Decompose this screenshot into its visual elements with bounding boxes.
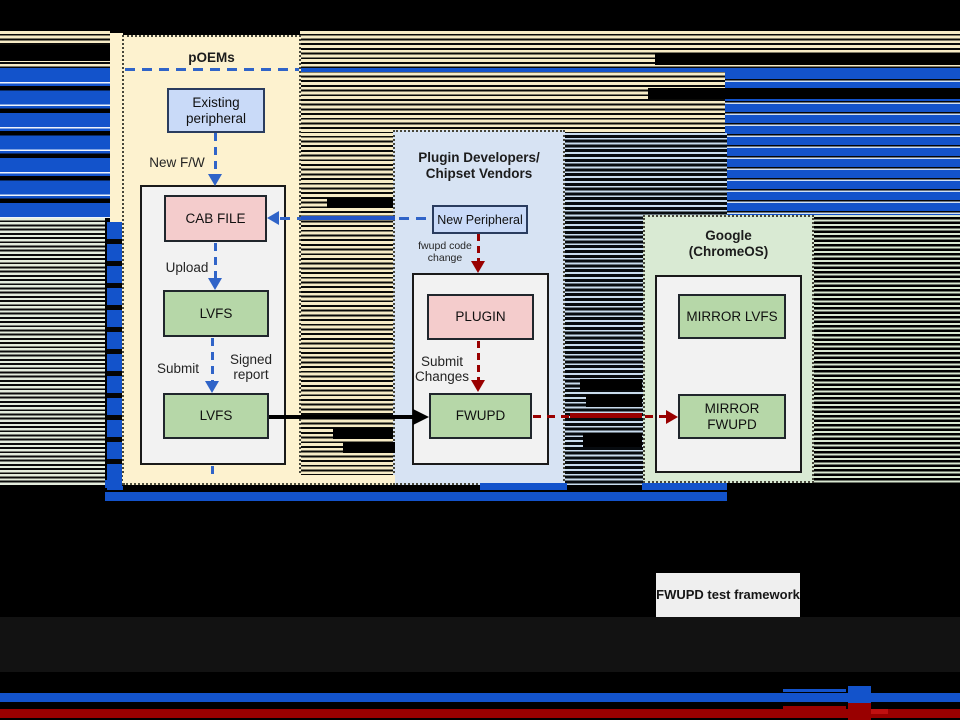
redaction-bar-1 bbox=[655, 53, 960, 65]
selection-line-top-solid bbox=[299, 68, 960, 72]
arrow-fwupd-to-mirror-solid-segment bbox=[570, 413, 642, 418]
glitch-stripes-cream-column bbox=[300, 133, 395, 485]
glitch-red-bright-segment bbox=[871, 709, 888, 714]
poems-group-title: pOEMs bbox=[188, 50, 235, 65]
glitch-stripes-cream-midright bbox=[300, 68, 727, 133]
existing-peripheral-node: Existing peripheral bbox=[167, 88, 265, 133]
redaction-bar-6 bbox=[580, 379, 642, 390]
redaction-bar-2 bbox=[648, 88, 960, 99]
selection-line-top-dashed bbox=[125, 68, 299, 71]
glitch-dark-band bbox=[0, 617, 960, 672]
arrow-lvfs-to-lvfs bbox=[211, 338, 214, 382]
arrowhead-newperipheral-to-cab bbox=[267, 211, 279, 225]
arrow-cab-to-lvfs bbox=[214, 243, 217, 279]
cab-file-node: CAB FILE bbox=[164, 195, 267, 242]
glitch-blue-bar-main bbox=[105, 492, 727, 501]
arrow-plugin-to-fwupd bbox=[477, 341, 480, 381]
upload-label: Upload bbox=[165, 260, 209, 275]
glitch-stripes-dark-column-1 bbox=[565, 133, 643, 485]
redaction-bar-5 bbox=[343, 442, 395, 453]
fwupd-code-change-label: fwupd code change bbox=[418, 240, 472, 264]
lvfs-upper-node: LVFS bbox=[163, 290, 269, 337]
glitch-blue-bit-a bbox=[105, 480, 122, 488]
google-title-line2: (ChromeOS) bbox=[688, 243, 769, 259]
redaction-bar-3 bbox=[327, 198, 393, 208]
submit-label: Submit bbox=[156, 361, 200, 376]
redaction-bar-4 bbox=[333, 428, 393, 439]
arrowhead-existing-to-cab bbox=[208, 174, 222, 186]
glitch-cream-column bbox=[110, 33, 123, 222]
glitch-blue-bar-full bbox=[0, 693, 960, 702]
plugin-vendors-group-title: Plugin Developers/ Chipset Vendors bbox=[395, 150, 563, 182]
arrow-newperipheral-solid-segment bbox=[301, 216, 395, 220]
glitch-stripes-green-right bbox=[813, 215, 960, 485]
glitch-stripes-green-left bbox=[0, 218, 105, 485]
fwupd-test-framework-box: FWUPD test framework bbox=[656, 573, 800, 617]
submit-changes-label: Submit Changes bbox=[414, 354, 470, 384]
arrowhead-cab-to-lvfs bbox=[208, 278, 222, 290]
plugin-node: PLUGIN bbox=[427, 294, 534, 340]
arrowhead-newperipheral-to-plugin bbox=[471, 261, 485, 273]
arrow-existing-to-cab bbox=[214, 133, 217, 175]
plugin-vendors-title-line1: Plugin Developers/ bbox=[418, 150, 540, 165]
glitch-black-bar-topleft bbox=[0, 45, 110, 61]
redaction-bar-7 bbox=[586, 395, 642, 407]
new-fw-label: New F/W bbox=[149, 155, 205, 170]
glitch-blue-block-left bbox=[0, 68, 110, 218]
signed-report-label: Signed report bbox=[229, 352, 273, 382]
google-title-line1: Google bbox=[705, 228, 752, 243]
glitch-blue-bit-c bbox=[642, 483, 727, 490]
glitch-blue-dashed-band bbox=[107, 222, 123, 490]
arrow-lvfs-to-fwupd bbox=[269, 415, 413, 419]
google-group-title: Google (ChromeOS) bbox=[645, 228, 812, 259]
arrowhead-lvfs-to-lvfs bbox=[205, 381, 219, 393]
mirror-fwupd-node: MIRROR FWUPD bbox=[678, 394, 786, 439]
fwupd-node: FWUPD bbox=[429, 393, 532, 439]
arrowhead-plugin-to-fwupd bbox=[471, 380, 485, 392]
redaction-bar-8 bbox=[583, 433, 642, 447]
glitch-cream-strip-bottom bbox=[123, 475, 395, 485]
lvfs-lower-node: LVFS bbox=[163, 393, 269, 439]
glitch-stripes-dark-column-2 bbox=[643, 133, 727, 215]
arrow-newperipheral-to-plugin bbox=[477, 234, 480, 262]
mirror-lvfs-node: MIRROR LVFS bbox=[678, 294, 786, 339]
new-peripheral-node: New Peripheral bbox=[432, 205, 528, 234]
arrowhead-lvfs-to-fwupd bbox=[413, 409, 429, 425]
arrowhead-fwupd-to-mirror bbox=[666, 410, 678, 424]
plugin-vendors-title-line2: Chipset Vendors bbox=[425, 166, 533, 181]
glitch-blue-bit-b bbox=[480, 483, 567, 490]
glitch-red-line-small bbox=[783, 706, 846, 709]
glitch-blue-line-small bbox=[783, 689, 846, 692]
glitch-red-bar-full bbox=[0, 709, 960, 718]
